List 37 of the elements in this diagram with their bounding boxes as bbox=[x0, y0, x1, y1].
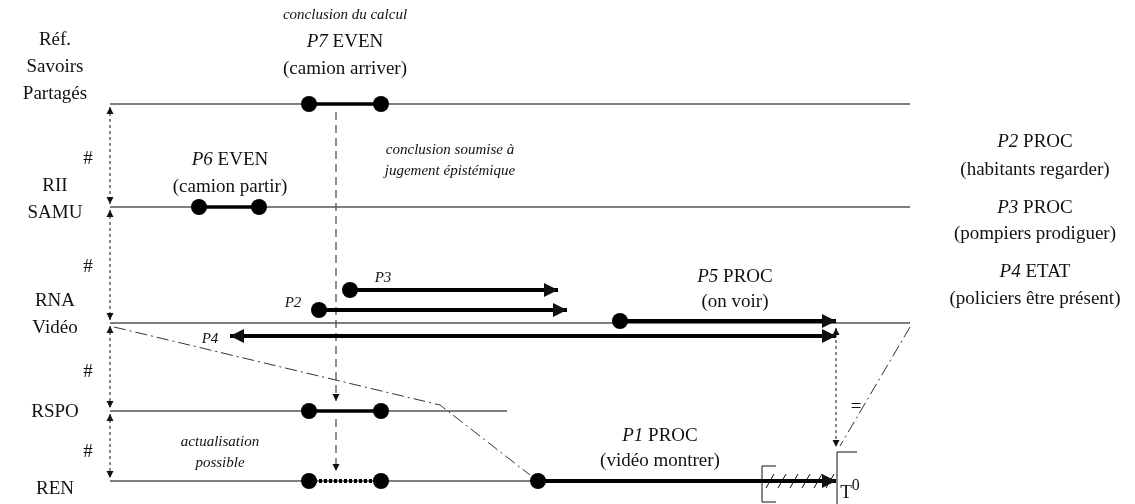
row-label: RSPO bbox=[31, 398, 79, 423]
row-label: REN bbox=[36, 475, 74, 500]
separator-mark: # bbox=[83, 438, 93, 463]
event-interval bbox=[191, 199, 267, 215]
time-label: T$^{0}$ bbox=[840, 475, 860, 504]
annotation-text: conclusion soumise à jugement épistémique bbox=[382, 140, 517, 180]
annotation-text: P3 bbox=[374, 267, 392, 287]
dashed-arrow bbox=[332, 418, 340, 472]
separator-mark: # bbox=[83, 253, 93, 278]
annotation-text: P7 EVEN bbox=[306, 28, 384, 53]
separator-mark: # bbox=[83, 358, 93, 383]
annotation-text: P2 bbox=[284, 292, 302, 312]
separator-mark: # bbox=[83, 145, 93, 170]
row-label: RNA Vidéo bbox=[31, 288, 79, 339]
annotation-text: P4 bbox=[201, 328, 219, 348]
annotation-text: P5 PROC bbox=[697, 263, 773, 288]
annotation-text: P4 ETAT bbox=[999, 258, 1071, 283]
row-label: RII SAMU bbox=[26, 173, 84, 224]
annotation-text: P1 PROC bbox=[622, 422, 698, 447]
annotation-text: P2 PROC bbox=[997, 128, 1073, 153]
equality-sign: = bbox=[850, 393, 862, 418]
annotation-text: (camion arriver) bbox=[283, 55, 407, 80]
annotation-text: (habitants regarder) bbox=[960, 156, 1110, 181]
event-interval bbox=[301, 403, 389, 419]
row-label: Réf. Savoirs Partagés bbox=[21, 26, 89, 105]
annotation-text: (pompiers prodiguer) bbox=[954, 220, 1116, 245]
event-interval bbox=[301, 473, 389, 489]
annotation-text: (camion partir) bbox=[172, 173, 288, 198]
annotation-text: P3 PROC bbox=[997, 194, 1073, 219]
dashed-arrow bbox=[332, 111, 340, 402]
annotation-text: actualisation possible bbox=[179, 432, 261, 472]
annotation-text: conclusion du calcul bbox=[282, 4, 408, 24]
annotation-text: (vidéo montrer) bbox=[600, 447, 720, 472]
annotation-text: P6 EVEN bbox=[191, 146, 269, 171]
event-interval bbox=[301, 96, 389, 112]
annotation-text: (policiers être présent) bbox=[949, 285, 1121, 310]
annotation-text: (on voir) bbox=[701, 288, 769, 313]
